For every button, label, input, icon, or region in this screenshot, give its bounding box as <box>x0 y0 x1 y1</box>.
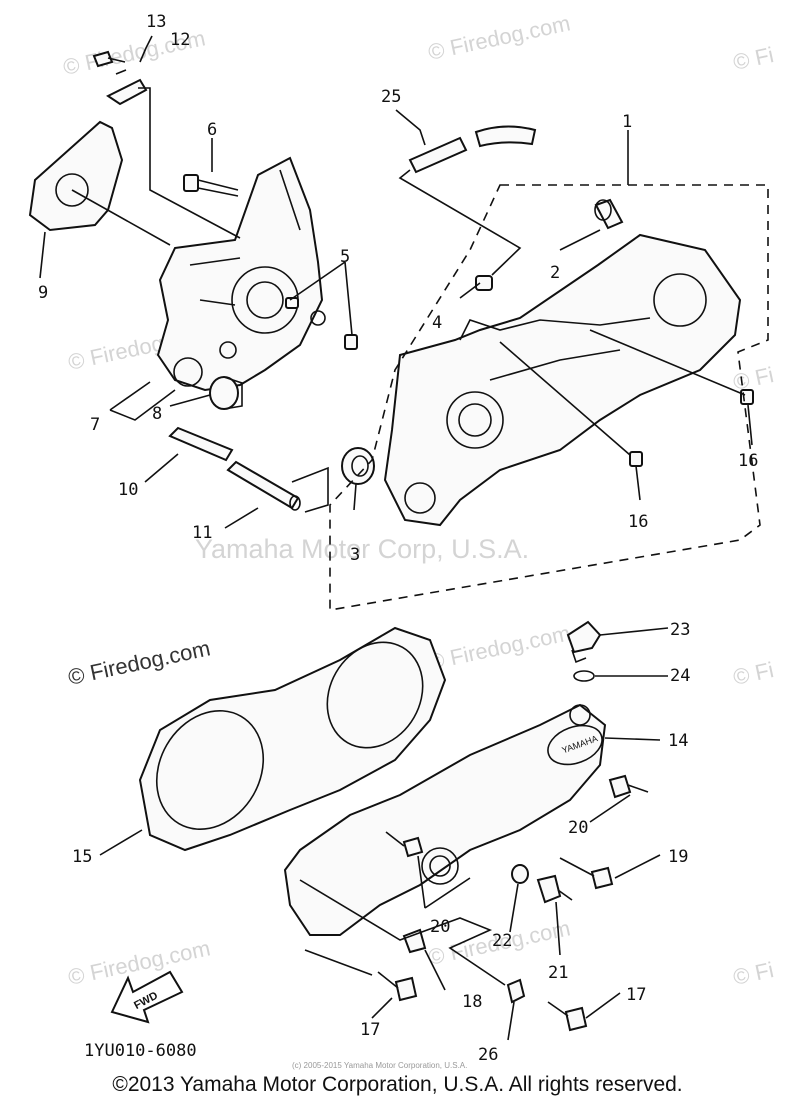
part-label-7: 7 <box>90 415 100 435</box>
clip-26 <box>506 978 526 1004</box>
bolt-21 <box>536 874 573 904</box>
watermark-firedog: © Fi <box>731 657 776 690</box>
part-label-23: 23 <box>670 620 690 640</box>
part-label-24: 24 <box>670 666 690 686</box>
part-label-20: 20 <box>568 818 588 838</box>
washer-22 <box>511 864 529 884</box>
watermark-firedog: © Fi <box>731 957 776 990</box>
part-label-22: 22 <box>492 931 512 951</box>
part-label-17: 17 <box>626 985 646 1005</box>
firedog-stamp: © Firedog.com <box>66 635 213 690</box>
small-footer-copyright: (c) 2005-2015 Yamaha Motor Corporation, … <box>292 1061 467 1070</box>
leader-lines <box>39 35 753 1041</box>
part-labels: 1 2 3 4 5 6 7 8 9 10 11 12 13 14 15 16 1… <box>38 12 758 1065</box>
dowel-16 <box>629 451 643 467</box>
gasket-15 <box>138 626 447 852</box>
watermark-firedog: © Firedog.com <box>66 935 213 990</box>
bracket-12 <box>106 78 148 106</box>
part-label-26: 26 <box>478 1045 498 1065</box>
watermark-firedog: © Firedog.com <box>426 620 573 675</box>
part-label-15: 15 <box>72 847 92 867</box>
part-label-3: 3 <box>350 545 360 565</box>
fwd-arrow-icon: FWD <box>110 970 184 1024</box>
bushing-2 <box>594 198 624 230</box>
part-label-17: 17 <box>360 1020 380 1040</box>
part-label-20: 20 <box>430 917 450 937</box>
part-label-12: 12 <box>170 30 190 50</box>
part-label-4: 4 <box>432 313 442 333</box>
watermark-yamaha: Yamaha Motor Corp, U.S.A. <box>195 534 529 564</box>
dowel-16 <box>740 389 754 405</box>
bolt-20 <box>385 831 424 858</box>
crankcase-cover-14: YAMAHA <box>283 703 607 936</box>
plug-23 <box>566 620 602 664</box>
bolt-20 <box>608 774 649 799</box>
nut-4 <box>475 275 493 291</box>
part-label-8: 8 <box>152 404 162 424</box>
bolt-18 <box>402 928 427 954</box>
diagram-code: 1YU010-6080 <box>84 1041 197 1061</box>
part-label-16: 16 <box>738 451 758 471</box>
crankcase-right <box>383 233 742 527</box>
shaft-10 <box>168 426 234 462</box>
crankcase-left <box>156 156 326 392</box>
part-label-14: 14 <box>668 731 688 751</box>
part-label-19: 19 <box>668 847 688 867</box>
copyright-notice: ©2013 Yamaha Motor Corporation, U.S.A. A… <box>112 1073 683 1096</box>
bolt-19 <box>559 857 614 890</box>
bearing-3 <box>341 447 375 485</box>
bolt-17 <box>547 1001 588 1032</box>
part-label-16: 16 <box>628 512 648 532</box>
watermark-firedog: © Fi <box>731 42 776 75</box>
part-label-11: 11 <box>192 523 212 543</box>
o-ring-24 <box>573 670 595 682</box>
bolt-6 <box>183 174 239 197</box>
part-label-2: 2 <box>550 263 560 283</box>
part-label-10: 10 <box>118 480 138 500</box>
bolt-13 <box>92 50 126 68</box>
bolt-17 <box>377 971 418 1002</box>
dowels-5 <box>285 297 358 350</box>
part-label-21: 21 <box>548 963 568 983</box>
part-label-1: 1 <box>622 112 632 132</box>
part-label-5: 5 <box>340 247 350 267</box>
shaft-11 <box>226 460 301 511</box>
part-label-9: 9 <box>38 283 48 303</box>
hose-25 <box>408 125 537 174</box>
gasket-9 <box>28 120 124 232</box>
bearing-8 <box>209 376 243 410</box>
part-label-6: 6 <box>207 120 217 140</box>
part-label-18: 18 <box>462 992 482 1012</box>
watermark-firedog: © Firedog.com <box>426 10 573 65</box>
part-label-13: 13 <box>146 12 166 32</box>
part-label-25: 25 <box>381 87 401 107</box>
